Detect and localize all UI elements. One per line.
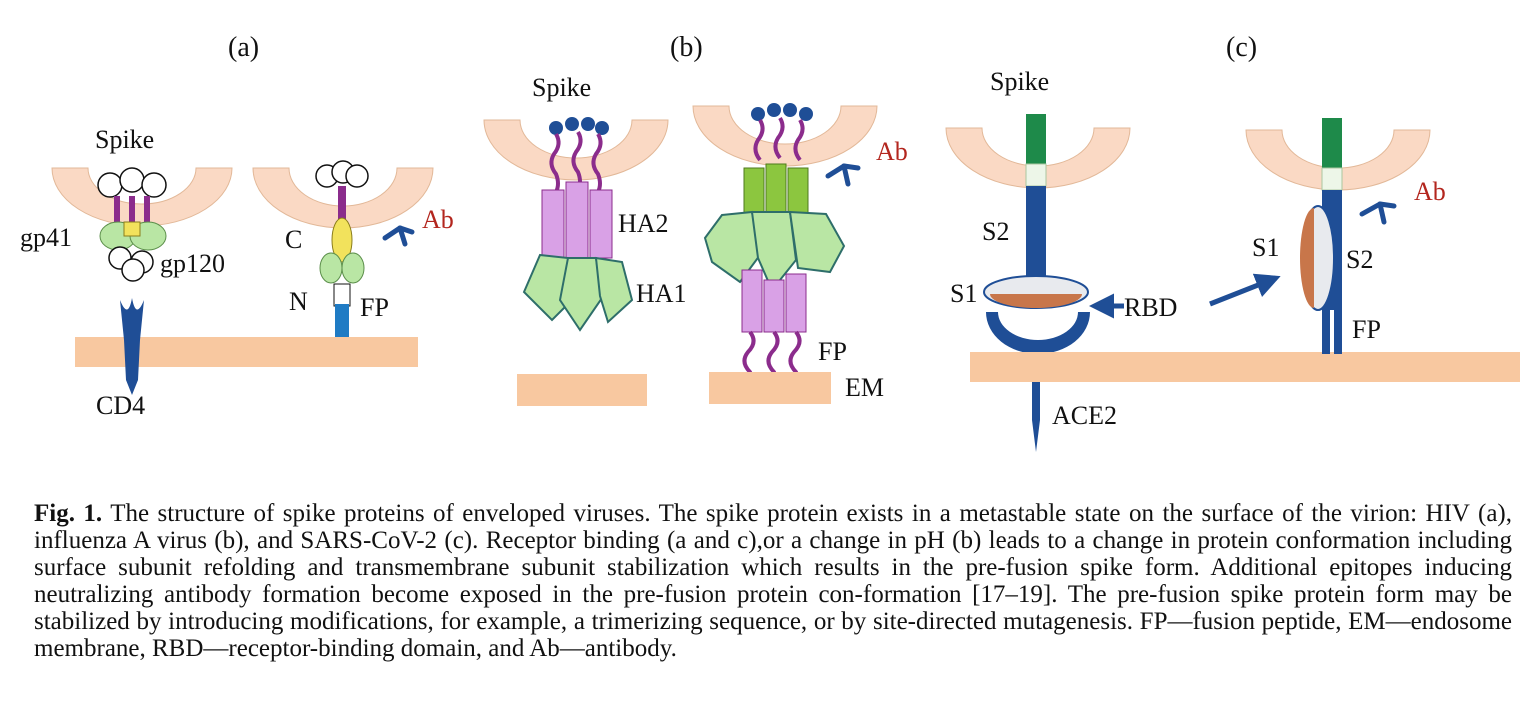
n-terminus-label: N	[289, 287, 308, 316]
antibody-icon-a	[382, 225, 415, 247]
fusion-gp120-3	[345, 164, 369, 188]
s2-label-c1: S2	[982, 217, 1009, 246]
fusion-ha1-3	[788, 210, 846, 274]
envelope-arc-b2	[692, 105, 878, 167]
gp41-label: gp41	[20, 223, 72, 252]
host-membrane-c	[970, 352, 1520, 382]
s2-label-c2: S2	[1346, 245, 1373, 274]
caption-lead: Fig. 1.	[34, 500, 103, 527]
s2-light-band-c2	[1321, 167, 1343, 191]
gp120-top-1	[97, 172, 123, 198]
s1-disc-lower	[990, 294, 1082, 308]
s2-top-green	[1026, 114, 1046, 164]
ace2-label: ACE2	[1052, 401, 1117, 430]
fusion-peptide-c-1	[1322, 310, 1330, 354]
gp41-stalk-2	[129, 196, 135, 222]
ab-label-b: Ab	[876, 137, 908, 166]
envelope-arc-b1	[483, 119, 669, 181]
panel-c-sars-cov-2: Spike S2 S1 RBD ACE2 S1 S2 FP A	[945, 67, 1520, 452]
fusion-head-2	[767, 103, 781, 117]
panel-b-influenza: Spike HA2 HA1	[483, 73, 908, 406]
ha1-label: HA1	[636, 279, 687, 308]
ha-linker-1	[549, 132, 561, 193]
fusion-ha2-3	[785, 273, 807, 333]
ha-head-1	[549, 121, 563, 135]
spike-label-b: Spike	[532, 73, 591, 102]
cd4-receptor	[120, 298, 144, 395]
ha-linker-3	[591, 132, 603, 193]
membrane-b1	[517, 374, 647, 406]
ab-label-c: Ab	[1414, 177, 1446, 206]
s2-light-band	[1025, 163, 1047, 187]
spike-protein-diagram: (a) (b) (c) CD4 Spike gp41 gp120	[20, 32, 1520, 452]
fusion-linker-2	[773, 116, 785, 160]
envelope-arc-a2	[252, 167, 434, 229]
fusion-lime-3	[787, 167, 809, 219]
fp-label-b: FP	[818, 337, 847, 366]
ha2-helix-3	[589, 189, 613, 259]
c-terminus-label: C	[285, 225, 302, 254]
fp-label-a: FP	[360, 293, 389, 322]
gp120-top-3	[141, 172, 167, 198]
envelope-arc-c1	[945, 127, 1131, 189]
fusion-linker-1	[753, 118, 765, 162]
fusion-lime-1	[743, 167, 765, 219]
fusion-linker-3	[793, 118, 805, 162]
fusion-lime-2	[765, 163, 787, 219]
transition-arrow-c	[1209, 273, 1281, 307]
gp41-core	[123, 221, 141, 237]
ab-label-a: Ab	[422, 205, 454, 234]
envelope-arc-c2	[1245, 129, 1431, 191]
gp120-top-2	[119, 167, 145, 193]
ha2-label: HA2	[618, 209, 669, 238]
fusion-head-3	[783, 103, 797, 117]
endosome-membrane	[709, 372, 831, 404]
ha-head-4	[595, 121, 609, 135]
ha-head-3	[581, 117, 595, 131]
ha2-helix-1	[541, 189, 565, 259]
cd4-label: CD4	[96, 391, 145, 420]
ha1-domain-2	[558, 257, 604, 332]
gp120-label: gp120	[160, 249, 225, 278]
fusion-stalk	[338, 186, 346, 220]
fusion-lobe-left	[319, 252, 343, 284]
ha2-helix-2	[565, 181, 589, 259]
fusion-ha2-1	[741, 269, 763, 333]
fusion-head-4	[799, 107, 813, 121]
fusion-helix-yellow	[331, 217, 353, 263]
ha1-domain-3	[594, 256, 634, 324]
s2-top-green-c2	[1322, 118, 1342, 168]
fusion-ha2-2	[763, 279, 785, 333]
ha-head-2	[565, 117, 579, 131]
panel-label-b: (b)	[670, 32, 703, 63]
figure-caption: Fig. 1. The structure of spike proteins …	[34, 500, 1512, 662]
fusion-ha1-2	[750, 211, 798, 292]
panel-a-hiv: CD4 Spike gp41 gp120 C N FP	[20, 125, 454, 420]
s1-disc-c2-edge	[1300, 208, 1314, 308]
fusion-peptide-c-2	[1334, 310, 1342, 354]
gp41-stalk-3	[144, 196, 150, 222]
fusion-peptide-a	[335, 304, 349, 337]
fp-label-c: FP	[1352, 315, 1381, 344]
spike-label-a: Spike	[95, 125, 154, 154]
gp41-stalk-1	[114, 196, 120, 222]
s1-label-c2: S1	[1252, 233, 1279, 262]
panel-label-a: (a)	[228, 32, 259, 63]
caption-text: The structure of spike proteins of envel…	[34, 500, 1512, 662]
s1-label-c1: S1	[950, 279, 977, 308]
em-label: EM	[845, 373, 884, 402]
fusion-head-1	[751, 107, 765, 121]
s2-stalk-c1	[1026, 186, 1046, 282]
ha1-domain-1	[522, 253, 574, 322]
fusion-peptide-box	[333, 283, 351, 307]
panel-label-c: (c)	[1226, 32, 1257, 63]
spike-label-c: Spike	[990, 67, 1049, 96]
antibody-icon-b	[825, 163, 861, 187]
fusion-lobe-right	[341, 252, 365, 284]
antibody-icon-c	[1359, 201, 1397, 225]
ace2-cup	[986, 312, 1090, 354]
rbd-label: RBD	[1124, 293, 1177, 322]
gp120-bottom-3	[121, 258, 145, 282]
